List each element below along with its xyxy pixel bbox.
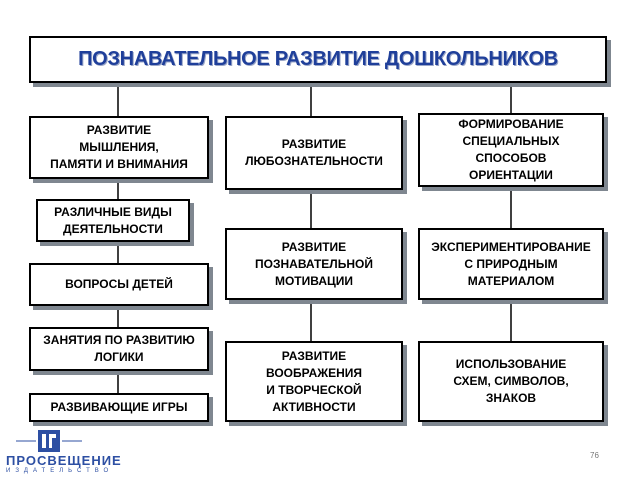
node-imagination-creativity: РАЗВИТИЕ ВООБРАЖЕНИЯ И ТВОРЧЕСКОЙ АКТИВН… [225,341,403,422]
node-activity-types: РАЗЛИЧНЫЕ ВИДЫ ДЕЯТЕЛЬНОСТИ [36,199,190,242]
node-developing-games: РАЗВИВАЮЩИЕ ИГРЫ [29,393,209,422]
node-curiosity: РАЗВИТИЕ ЛЮБОЗНАТЕЛЬНОСТИ [225,116,403,190]
node-thinking-memory-attention: РАЗВИТИЕ МЫШЛЕНИЯ, ПАМЯТИ И ВНИМАНИЯ [29,116,209,179]
node-schemes-symbols: ИСПОЛЬЗОВАНИЕ СХЕМ, СИМВОЛОВ, ЗНАКОВ [418,341,604,422]
publisher-name: ПРОСВЕЩЕНИЕ [6,453,122,468]
page-number: 76 [590,451,599,460]
node-natural-material-experiment: ЭКСПЕРИМЕНТИРОВАНИЕ С ПРИРОДНЫМ МАТЕРИАЛ… [418,228,604,300]
publisher-logo-icon [16,430,82,452]
node-children-questions: ВОПРОСЫ ДЕТЕЙ [29,263,209,306]
diagram-title: ПОЗНАВАТЕЛЬНОЕ РАЗВИТИЕ ДОШКОЛЬНИКОВ [29,36,607,83]
node-logic-lessons: ЗАНЯТИЯ ПО РАЗВИТИЮ ЛОГИКИ [29,327,209,371]
node-orientation-methods: ФОРМИРОВАНИЕ СПЕЦИАЛЬНЫХ СПОСОБОВ ОРИЕНТ… [418,113,604,187]
publisher-subtitle: ИЗДАТЕЛЬСТВО [6,468,114,474]
node-cognitive-motivation: РАЗВИТИЕ ПОЗНАВАТЕЛЬНОЙ МОТИВАЦИИ [225,228,403,300]
